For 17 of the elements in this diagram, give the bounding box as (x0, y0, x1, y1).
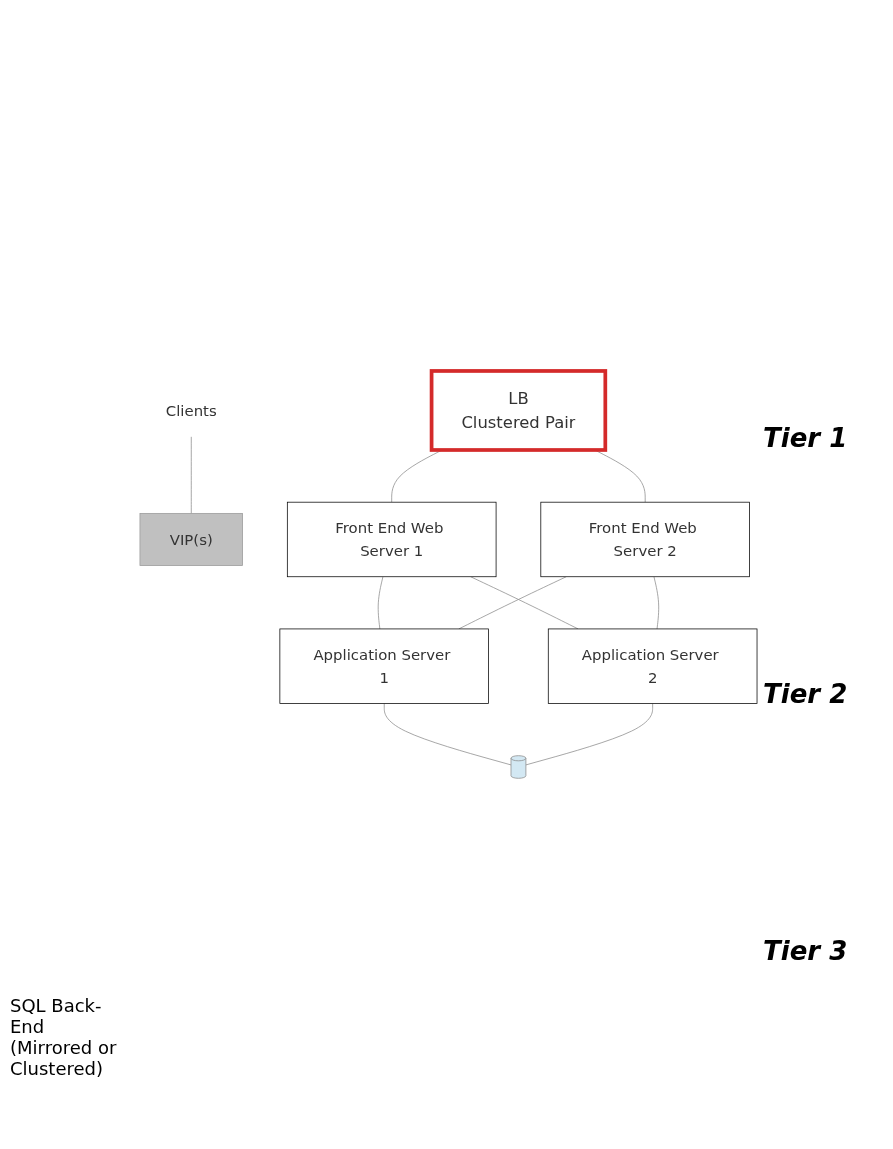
node-box: Application Server 1 (279, 628, 489, 704)
connector (383, 702, 512, 766)
node-box: Application Server 2 (547, 628, 758, 704)
node-box: LB Clustered Pair (429, 368, 608, 452)
node-text: Clients (165, 401, 217, 420)
tier-label: Tier 1 (763, 423, 849, 454)
database-label: SQL Back-End (Mirrored or Clustered) (10, 995, 118, 1079)
node-cylinder (510, 755, 527, 779)
tier-label: Tier 3 (763, 935, 849, 966)
connector (525, 702, 654, 766)
connector (377, 576, 384, 630)
node-box: Front End Web Server 1 (286, 501, 497, 577)
connector (190, 436, 192, 514)
tier-label: Tier 2 (763, 679, 849, 710)
node-box: VIP(s) (139, 512, 243, 566)
node-box: Front End Web Server 2 (540, 501, 750, 577)
connector (653, 576, 660, 630)
